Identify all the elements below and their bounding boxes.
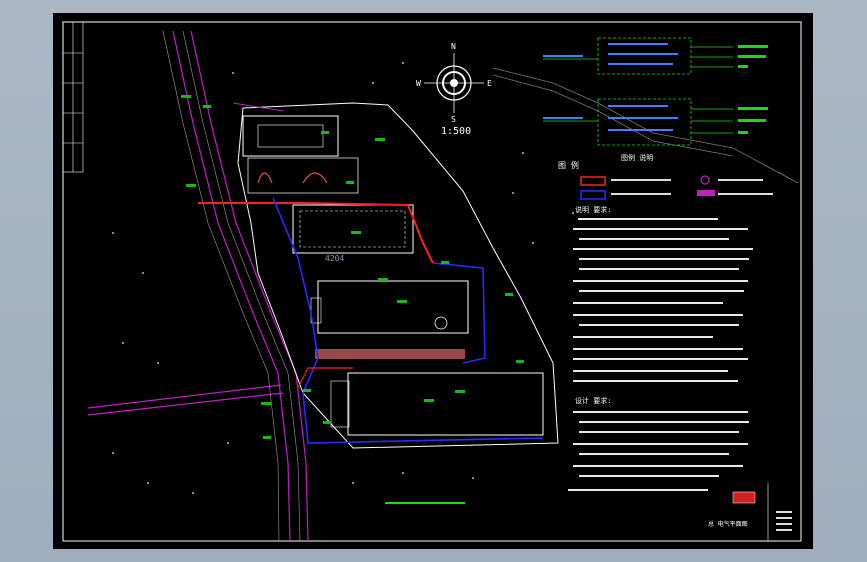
building-central: 4204	[292, 204, 414, 263]
notes-text-block-1	[573, 218, 753, 382]
legend: 图 例 图例 说明	[558, 153, 773, 200]
title-block: 总 电气平面图	[708, 483, 792, 541]
terrain-contour	[492, 67, 799, 184]
left-title-strip	[62, 21, 84, 173]
building-north	[242, 115, 339, 157]
drawing-caption: 总 电气平面图	[708, 520, 748, 528]
notes-heading-1: 说明 要求:	[575, 205, 611, 214]
comm-line	[272, 197, 544, 444]
cad-drawing: N S W E 1:500	[62, 21, 802, 542]
road-edge	[162, 30, 301, 542]
vegetation-marks	[181, 95, 524, 439]
notes-text-block-2	[568, 411, 749, 491]
building-number: 4204	[325, 254, 344, 263]
north-arrow: N S W E	[416, 42, 492, 124]
schematic-text	[543, 43, 678, 131]
drawing-border	[62, 21, 802, 542]
site-boundary	[237, 102, 559, 449]
legend-comm-swatch	[580, 190, 606, 200]
legend-road-swatch	[697, 190, 715, 196]
drawing-scale: 1:500	[441, 126, 471, 137]
parking-area	[247, 157, 359, 194]
compass-east-label: E	[487, 79, 492, 88]
electrical-schematic-top	[543, 37, 733, 75]
red-strip-area	[315, 349, 465, 359]
legend-power-swatch	[580, 176, 606, 186]
building-south	[330, 372, 544, 436]
schematic-values	[738, 45, 768, 134]
notes-heading-2: 设计 要求:	[575, 396, 611, 405]
compass-south-label: S	[451, 115, 456, 124]
compass-north-label: N	[451, 42, 456, 51]
building-mid	[310, 280, 469, 334]
legend-node-symbol	[700, 175, 710, 185]
power-line	[198, 202, 434, 264]
drawing-sheet: N S W E 1:500	[53, 13, 813, 549]
title-stamp	[732, 491, 756, 504]
compass-west-label: W	[416, 79, 421, 88]
legend-heading: 图 例	[558, 160, 579, 170]
survey-points	[112, 62, 574, 494]
legend-subheading: 图例 说明	[621, 153, 653, 162]
main-road	[87, 30, 309, 542]
electrical-schematic-bottom	[543, 98, 733, 146]
